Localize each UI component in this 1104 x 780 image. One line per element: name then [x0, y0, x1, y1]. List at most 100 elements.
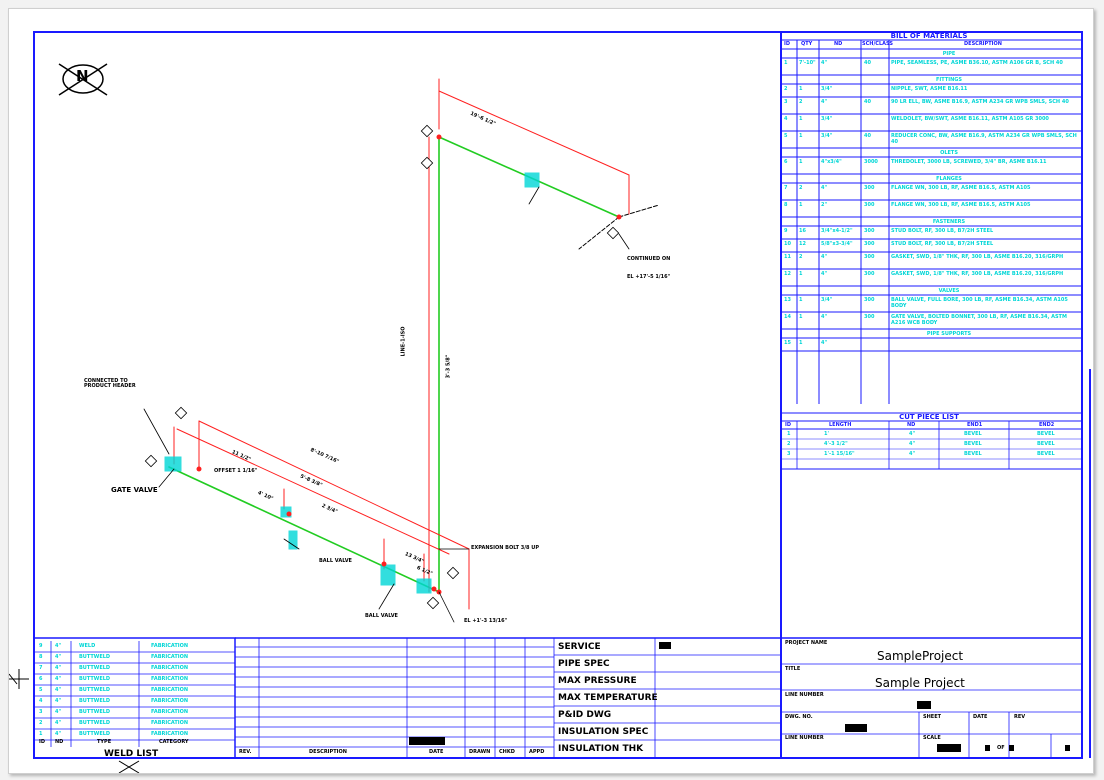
bom-col-id: ID — [784, 41, 791, 47]
bom-cell-id: 1 — [784, 60, 788, 66]
bom-cell-sch: 40 — [864, 60, 871, 66]
weld-cell-nd: 4" — [55, 643, 62, 649]
bom-cell-qty: 2 — [799, 254, 803, 260]
offset-note: OFFSET 1 1/16" — [214, 468, 258, 474]
weld-cell-cat: FABRICATION — [151, 731, 189, 737]
bom-cell-qty: 1 — [799, 271, 803, 277]
bom-cell-qty: 1 — [799, 159, 803, 165]
title-label: TITLE — [785, 666, 801, 672]
drawing-sheet: N CONNECTED TO PRODUCT HEADER GATE VALVE… — [8, 8, 1094, 774]
cut-piece-cell-id: 2 — [787, 441, 791, 447]
drawing-geometry — [9, 31, 1091, 773]
bom-cell-qty: 12 — [799, 241, 806, 247]
bom-cell-qty: 1 — [799, 86, 803, 92]
bom-cell-qty: 1 — [799, 202, 803, 208]
bom-section-label: PIPE SUPPORTS — [926, 331, 972, 337]
sheet-number-redaction — [985, 745, 990, 751]
weld-list-title: WELD LIST — [104, 749, 159, 759]
north-letter: N — [76, 67, 89, 85]
cp-col-nd: ND — [907, 422, 916, 428]
bom-cell-nd: 3/4"x4-1/2" — [821, 228, 853, 234]
cut-piece-cell-length: 1'-1 15/16" — [824, 451, 855, 457]
ball-valve-note: BALL VALVE — [319, 558, 352, 564]
rev-label: REV — [1014, 714, 1026, 720]
bom-cell-id: 15 — [784, 340, 791, 346]
cut-piece-cell-end1: BEVEL — [964, 431, 982, 437]
weld-cell-type: BUTTWELD — [79, 676, 111, 682]
bom-cell-desc: THREDOLET, 3000 LB, SCREWED, 3/4" BR, AS… — [891, 159, 1047, 165]
bom-cell-id: 7 — [784, 185, 788, 191]
bom-cell-nd: 4" — [821, 314, 828, 320]
bom-cell-desc: GASKET, SWD, 1/8" THK, RF, 300 LB, ASME … — [891, 254, 1064, 260]
weld-cell-cat: FABRICATION — [151, 643, 189, 649]
bom-cell-id: 10 — [784, 241, 791, 247]
bom-cell-sch — [864, 86, 888, 96]
bom-cell-nd: 4" — [821, 99, 828, 105]
weld-cell-cat: FABRICATION — [151, 665, 189, 671]
bom-section-label: VALVES — [938, 288, 960, 294]
weld-cell-type: BUTTWELD — [79, 720, 111, 726]
bom-col-qty: QTY — [801, 41, 813, 47]
cp-col-length: LENGTH — [829, 422, 852, 428]
bom-cell-sch: 3000 — [864, 159, 878, 165]
weld-cell-nd: 4" — [55, 720, 62, 726]
bom-cell-sch: 300 — [864, 202, 875, 208]
weld-cell-id: 7 — [39, 665, 43, 671]
bom-cell-id: 8 — [784, 202, 788, 208]
sheet-total-redaction — [1009, 745, 1014, 751]
cut-piece-cell-end1: BEVEL — [964, 451, 982, 457]
gate-valve-note: GATE VALVE — [111, 486, 158, 494]
north-arrow-icon — [58, 63, 108, 96]
rev-col-rev: REV. — [239, 749, 252, 755]
weld-cell-type: BUTTWELD — [79, 698, 111, 704]
bom-section-label: FITTINGS — [936, 77, 962, 83]
bom-cell-sch: 300 — [864, 254, 875, 260]
service-redaction — [659, 642, 671, 649]
dwg-no-label: DWG. NO. — [785, 714, 813, 720]
bom-cell-nd: 4" — [821, 60, 828, 66]
bom-cell-nd: 3/4" — [821, 297, 833, 303]
bom-col-sch: SCH/CLASS — [862, 41, 893, 47]
bom-cell-sch: 300 — [864, 297, 875, 303]
cut-piece-cell-length: 1' — [824, 431, 830, 437]
dwg-no-redaction — [845, 724, 867, 732]
bom-cell-nd: 4" — [821, 340, 828, 346]
bom-cell-id: 13 — [784, 297, 791, 303]
bom-cell-desc: NIPPLE, SWT, ASME B16.11 — [891, 86, 968, 92]
bom-cell-qty: 7'-10" — [799, 60, 816, 66]
vertical-dim: 3'-3 5/8" — [445, 354, 452, 379]
insulation-spec-label: INSULATION SPEC — [558, 727, 649, 737]
bom-section-label: OLETS — [940, 150, 958, 156]
ucs-axis-icon — [9, 669, 140, 773]
bom-cell-sch: 300 — [864, 228, 875, 234]
weld-cell-id: 1 — [39, 731, 43, 737]
of-text: OF — [997, 745, 1005, 751]
max-pressure-label: MAX PRESSURE — [558, 676, 637, 686]
bom-cell-nd: 4" — [821, 254, 828, 260]
bom-cell-qty: 2 — [799, 185, 803, 191]
weld-cell-cat: FABRICATION — [151, 720, 189, 726]
bom-cell-sch — [864, 116, 888, 130]
weld-cell-type: BUTTWELD — [79, 654, 111, 660]
bom-cell-sch — [864, 340, 888, 350]
cut-piece-cell-nd: 4" — [909, 431, 916, 437]
cp-col-end2: END2 — [1039, 422, 1055, 428]
bom-cell-desc: FLANGE WN, 300 LB, RF, ASME B16.5, ASTM … — [891, 185, 1031, 191]
weld-cell-type: WELD — [79, 643, 96, 649]
bom-cell-qty: 1 — [799, 297, 803, 303]
insulation-thk-label: INSULATION THK — [558, 744, 644, 754]
bom-cell-sch: 40 — [864, 133, 871, 139]
weld-col-type: TYPE — [97, 739, 112, 745]
bom-cell-nd: 4" — [821, 271, 828, 277]
bottom-valve-note: BALL VALVE — [365, 613, 398, 619]
bom-cell-desc: 90 LR ELL, BW, ASME B16.9, ASTM A234 GR … — [891, 99, 1069, 105]
drawing-border — [33, 31, 1083, 759]
cp-col-id: ID — [785, 422, 792, 428]
pipe-spec-label: PIPE SPEC — [558, 659, 610, 669]
weld-cell-nd: 4" — [55, 698, 62, 704]
weld-col-category: CATEGORY — [159, 739, 189, 745]
bom-cell-sch: 40 — [864, 99, 871, 105]
line-number-redaction — [917, 701, 931, 709]
weld-cell-cat: FABRICATION — [151, 676, 189, 682]
